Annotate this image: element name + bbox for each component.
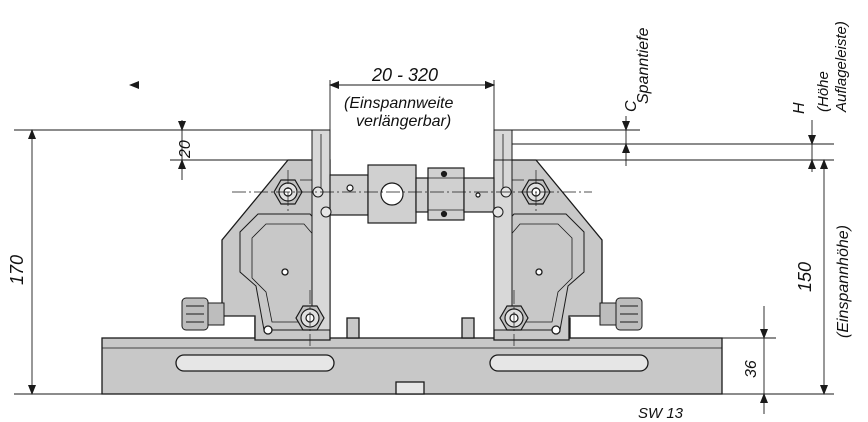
clamp-height-note: (Einspannhöhe) <box>835 225 852 338</box>
span-range-label: 20 - 320 <box>372 65 439 85</box>
clamp-depth-note: Spanntiefe <box>635 27 652 104</box>
small-screws <box>312 186 512 218</box>
left-jaw-insert <box>311 129 331 331</box>
clamp-height-label: 150 <box>795 261 815 292</box>
span-note-line2: verlängerbar) <box>356 113 452 130</box>
base-notch <box>395 381 425 395</box>
support-height-note-line1: (Höhe <box>815 71 832 112</box>
span-note-line1: (Einspannweite <box>344 95 454 112</box>
support-height-note-line2: Auflageleiste) <box>833 21 850 112</box>
jaw-height-label: 20 <box>177 140 194 158</box>
letter-h-label: H <box>791 102 808 114</box>
right-foot-2 <box>461 317 475 339</box>
overall-height-label: 170 <box>7 254 27 285</box>
right-slot <box>489 354 649 372</box>
right-jaw-insert <box>493 129 513 331</box>
left-foot-2 <box>346 317 360 339</box>
wrench-size-label: SW 13 <box>638 405 684 422</box>
base-height-label: 36 <box>743 360 760 378</box>
dimension-lines <box>14 80 834 414</box>
spindle-assembly <box>329 164 495 224</box>
left-knob <box>181 297 225 331</box>
left-slot <box>175 354 335 372</box>
right-knob <box>599 297 643 331</box>
left-clamp-body <box>221 159 331 341</box>
center-lines <box>232 170 592 346</box>
